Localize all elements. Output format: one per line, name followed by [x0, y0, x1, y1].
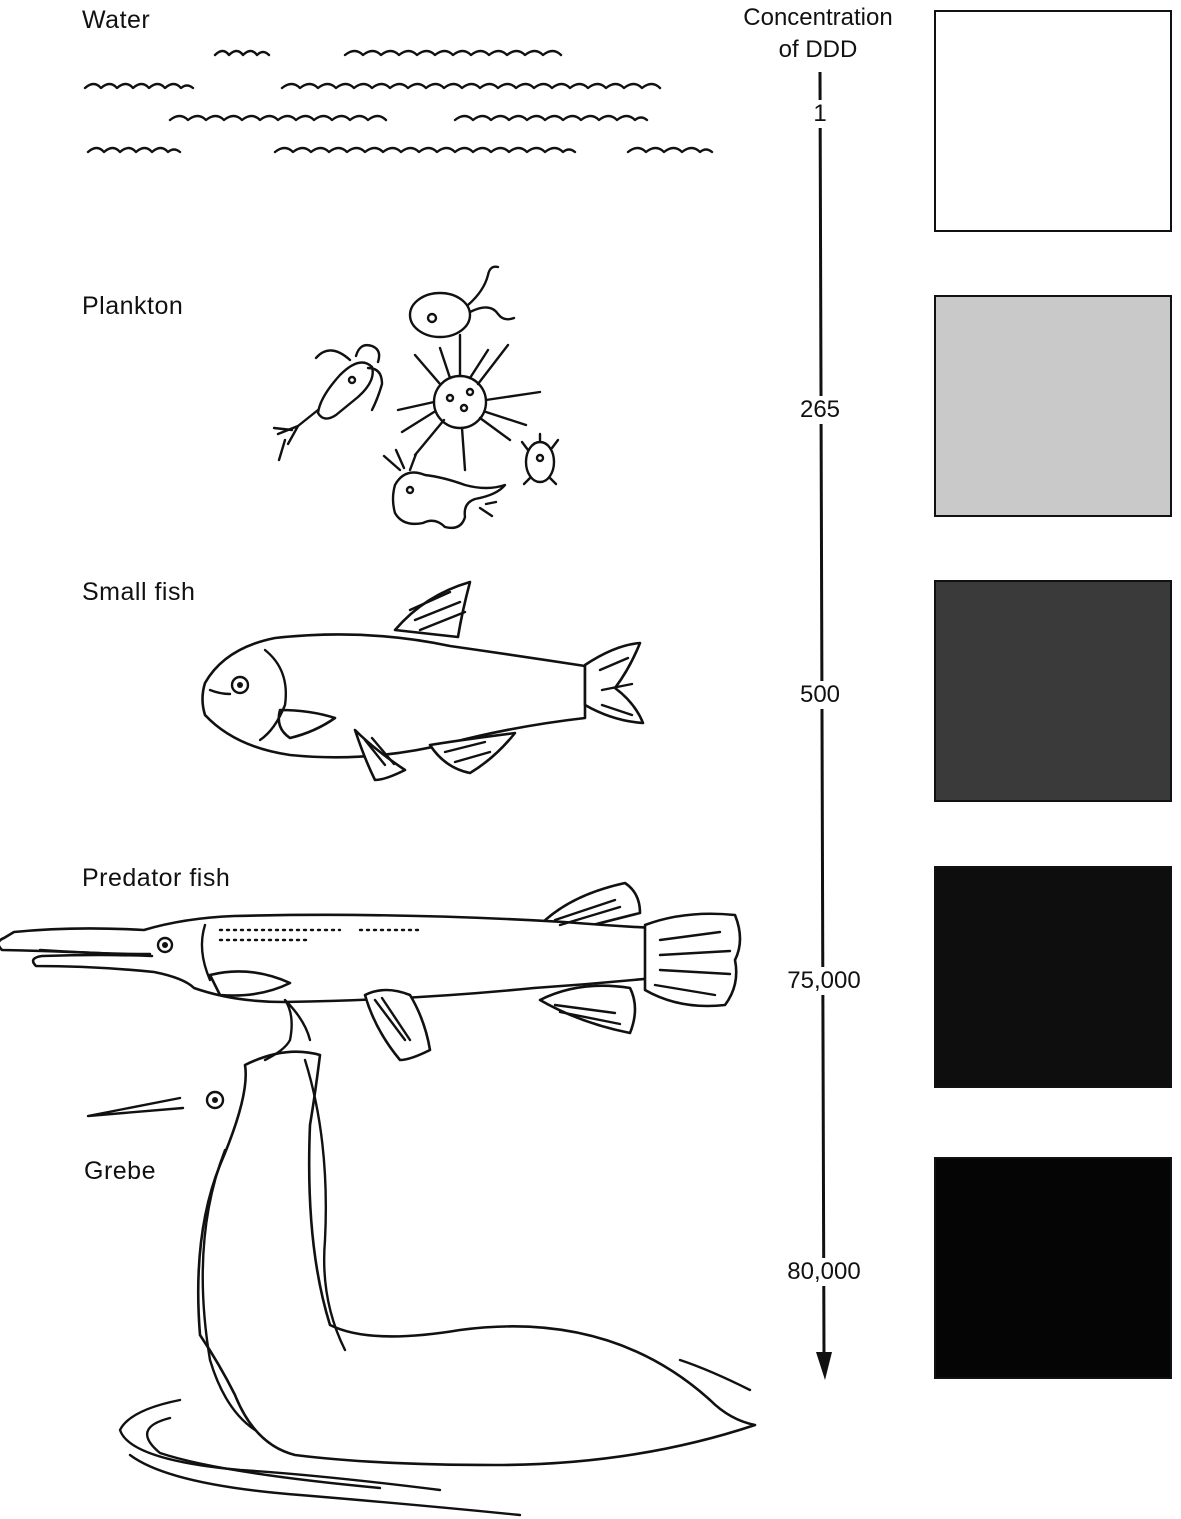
axis-value-plankton: 265: [780, 396, 860, 424]
level-label-grebe: Grebe: [84, 1157, 156, 1186]
level-label-predator-fish: Predator fish: [82, 864, 230, 893]
axis-line: [820, 72, 824, 1358]
water-waves-icon: [85, 51, 712, 152]
small-fish-icon: [203, 582, 644, 780]
level-label-small-fish: Small fish: [82, 578, 195, 607]
concentration-swatch-grebe: [934, 1157, 1172, 1379]
plankton-icon: [274, 267, 558, 528]
concentration-swatch-small-fish: [934, 580, 1172, 802]
axis-title-line2: of DDD: [728, 36, 908, 64]
level-label-plankton: Plankton: [82, 292, 183, 321]
axis-title-line1: Concentration: [728, 4, 908, 32]
concentration-swatch-water: [934, 10, 1172, 232]
axis-arrowhead-icon: [816, 1352, 832, 1380]
axis-value-grebe: 80,000: [774, 1258, 874, 1286]
grebe-icon: [88, 1000, 755, 1515]
axis-value-predator-fish: 75,000: [774, 967, 874, 995]
axis-value-small-fish: 500: [780, 681, 860, 709]
concentration-swatch-predator-fish: [934, 866, 1172, 1088]
axis-value-water: 1: [780, 100, 860, 128]
level-label-water: Water: [82, 6, 150, 35]
predator-fish-icon: [0, 883, 740, 1060]
concentration-swatch-plankton: [934, 295, 1172, 517]
